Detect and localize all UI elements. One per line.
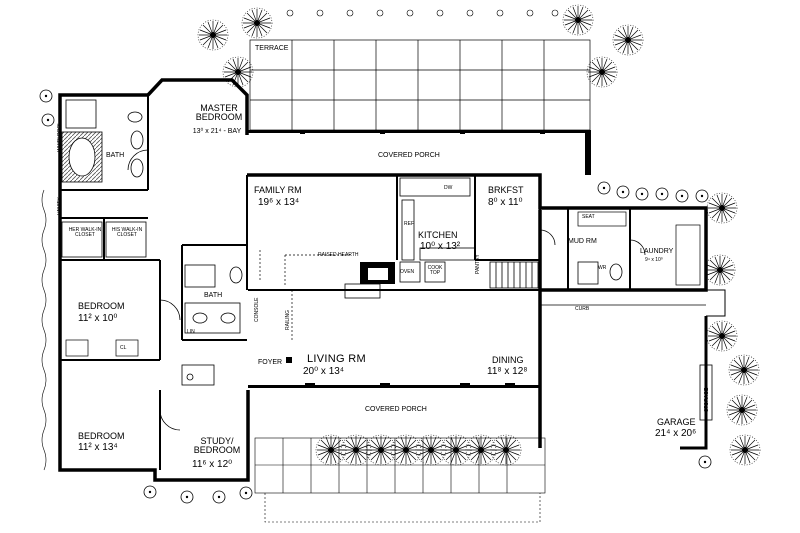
label-terrace: TERRACE [255, 45, 289, 52]
dim-bedroom1: 11² x 10⁰ [78, 313, 118, 324]
label-foyer: FOYER [258, 359, 283, 366]
dim-dining: 11⁸ x 12⁸ [487, 366, 528, 377]
label-family-rm: FAMILY RM [254, 185, 302, 195]
label-bedroom2: BEDROOM [78, 431, 125, 441]
dim-laundry: 9⁴ x 10⁰ [645, 257, 663, 263]
label-seat: SEAT [582, 214, 595, 220]
label-cook-top: COOK TOP [427, 265, 443, 277]
label-dining: DINING [492, 355, 524, 365]
label-bedroom1: BEDROOM [78, 301, 125, 311]
front-walk [254, 437, 546, 523]
garage-walls [540, 289, 726, 450]
foyer-column [286, 357, 292, 363]
label-console: CONSOLE [254, 297, 260, 322]
label-curb: CURB [575, 306, 590, 312]
label-storage: STORAGE [704, 387, 710, 412]
label-ref: REF [404, 221, 414, 227]
label-linen: LIN [187, 329, 195, 335]
dim-brkfst: 8⁰ x 11⁰ [488, 197, 523, 208]
dim-living-rm: 20⁰ x 13⁴ [303, 366, 345, 377]
label-her-closet: HER WALK-IN CLOSET [68, 227, 102, 239]
dim-master-bedroom: 13⁰ x 21⁴ - BAY [192, 128, 242, 135]
label-vanity: VANITY [57, 197, 63, 215]
label-mud-rm: MUD RM [568, 238, 597, 245]
garage-storage [699, 364, 713, 421]
label-his-closet: HIS WALK-IN CLOSET [111, 227, 143, 239]
dim-kitchen: 10⁰ x 13² [420, 241, 461, 252]
dim-garage: 21⁴ x 20⁶ [655, 428, 697, 439]
dim-family-rm: 19⁶ x 13⁴ [258, 197, 300, 208]
label-wr: WR [598, 265, 607, 271]
label-laundry: LAUNDRY [640, 248, 674, 255]
interior-walls [60, 95, 631, 470]
label-garage: GARAGE [657, 417, 696, 427]
dim-bedroom2: 11² x 13⁴ [78, 442, 118, 453]
label-raised-hearth: RAISED HEARTH [318, 252, 359, 258]
terrace [249, 39, 591, 131]
label-covered-porch-bottom: COVERED PORCH [365, 406, 427, 413]
label-covered-porch-top: COVERED PORCH [378, 152, 440, 159]
landscape-bushes [39, 89, 712, 504]
label-whirlpool: WHIRLPOOL [57, 121, 63, 152]
label-railing: RAILING [285, 309, 291, 330]
left-hedge [41, 189, 47, 471]
doors [127, 149, 646, 431]
label-master-bedroom: MASTER BEDROOM [195, 103, 243, 123]
closets [65, 211, 701, 357]
label-pantry: PANTRY [475, 254, 481, 274]
label-study: STUDY/ BEDROOM [193, 436, 241, 456]
railings [259, 250, 350, 340]
label-dw: DW [444, 185, 453, 191]
label-oven: OVEN [400, 269, 415, 275]
label-living-rm: LIVING RM [307, 353, 366, 365]
label-closet: CL [120, 345, 127, 351]
label-brkfst: BRKFST [488, 185, 524, 195]
fireplace [344, 262, 395, 299]
front-shrubs [315, 434, 522, 466]
porch-posts [247, 130, 591, 388]
label-bath-top: BATH [106, 152, 125, 159]
label-bath-mid: BATH [204, 292, 223, 299]
bath-fixtures [61, 99, 623, 386]
dim-study: 11⁶ x 12⁰ [192, 459, 233, 470]
top-hedge [286, 9, 559, 17]
kitchen-fixtures [399, 177, 476, 283]
label-kitchen: KITCHEN [418, 230, 458, 240]
stairs [489, 261, 539, 289]
